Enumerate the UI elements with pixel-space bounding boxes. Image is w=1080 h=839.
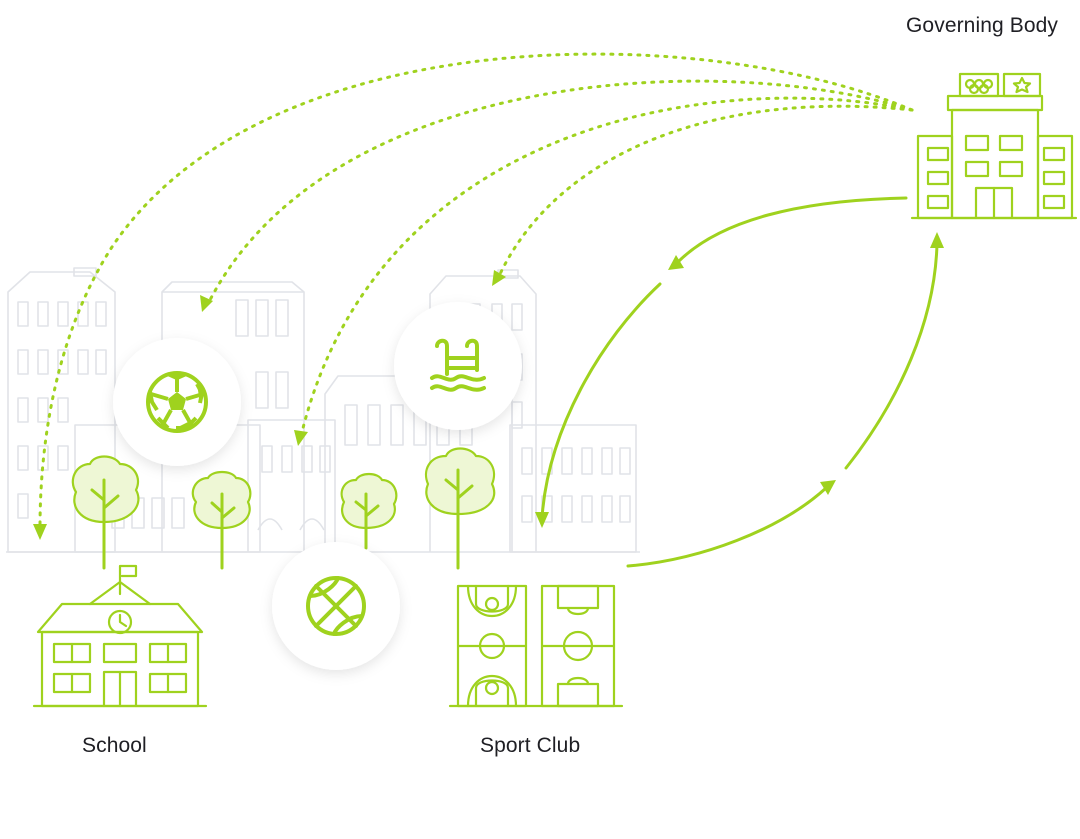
arrow-head-club <box>535 512 549 528</box>
arrow-head-gov-to-club-mid <box>668 255 684 270</box>
solid-flow-club-to-gov <box>626 486 828 568</box>
soccer-ball-icon <box>146 371 208 433</box>
trees <box>71 447 496 570</box>
arrow-head-club-to-gov-mid <box>820 480 836 495</box>
arrow-head-gov <box>930 232 944 248</box>
dotted-flow-to-school <box>38 52 914 530</box>
governing-building-icon <box>910 72 1078 220</box>
arrow-head-school <box>33 524 47 540</box>
tree-icon <box>340 472 398 550</box>
school-building-icon <box>32 564 208 708</box>
basketball-icon <box>306 576 366 636</box>
arrow-head-soccer <box>200 295 213 312</box>
governing-body-label: Governing Body <box>906 14 1058 37</box>
dotted-flows <box>33 52 914 540</box>
sport-club-label: Sport Club <box>480 734 581 757</box>
tree-icon <box>191 470 252 570</box>
dotted-flow-to-swimming <box>498 104 914 276</box>
basketball-badge <box>272 542 400 670</box>
soccer-badge <box>113 338 241 466</box>
tree-icon <box>71 455 140 570</box>
solid-flow-gov-to-club <box>676 196 908 264</box>
tree-icon <box>424 447 496 570</box>
arrow-head-city <box>294 430 308 446</box>
dotted-flow-to-soccer <box>208 79 914 302</box>
school-label: School <box>82 734 147 757</box>
swimming-badge <box>394 302 522 430</box>
swimming-pool-icon <box>430 338 486 392</box>
sport-courts-icon <box>448 584 624 708</box>
olympic-rings-icon <box>964 78 994 95</box>
solid-flows <box>535 196 944 568</box>
arrow-head-swimming <box>492 270 506 286</box>
dotted-flow-to-city <box>300 96 914 434</box>
star-icon <box>1012 76 1032 94</box>
